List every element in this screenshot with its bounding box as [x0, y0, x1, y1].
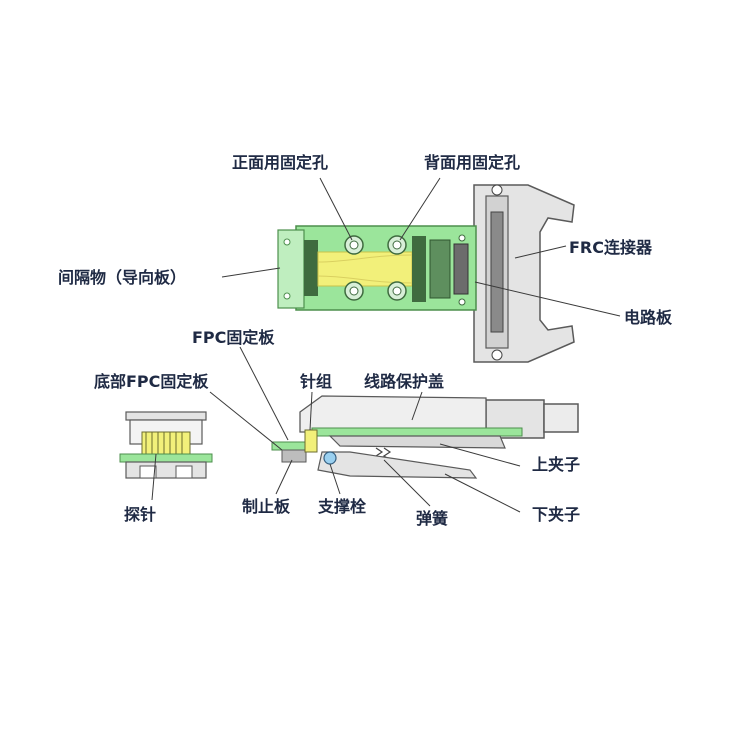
label-pin-group: 针组 [300, 372, 332, 391]
top-view [277, 184, 575, 363]
front-view [119, 411, 213, 479]
labels: 正面用固定孔 背面用固定孔 间隔物（导向板） FRC连接器 电路板 FPC固定板… [58, 153, 673, 528]
label-probe: 探针 [124, 505, 156, 524]
label-fpc-plate: FPC固定板 [192, 328, 275, 347]
label-support-bolt: 支撑栓 [317, 497, 367, 516]
label-upper-clip: 上夹子 [532, 455, 580, 474]
label-spacer: 间隔物（导向板） [58, 268, 186, 287]
frc-connector-housing [473, 184, 575, 363]
label-stopper-plate: 制止板 [242, 497, 291, 516]
label-lower-clip: 下夹子 [532, 505, 580, 524]
label-back-holes: 背面用固定孔 [424, 153, 520, 172]
leader-lines [151, 177, 621, 513]
label-spring: 弹簧 [416, 509, 448, 528]
label-bottom-fpc-plate: 底部FPC固定板 [94, 372, 209, 391]
label-circuit-cover: 线路保护盖 [364, 372, 444, 391]
label-frc-connector: FRC连接器 [569, 238, 653, 257]
label-circuit-board: 电路板 [624, 308, 673, 327]
circuit-board-top [277, 225, 477, 311]
label-front-holes: 正面用固定孔 [232, 153, 328, 172]
side-view [271, 395, 579, 479]
